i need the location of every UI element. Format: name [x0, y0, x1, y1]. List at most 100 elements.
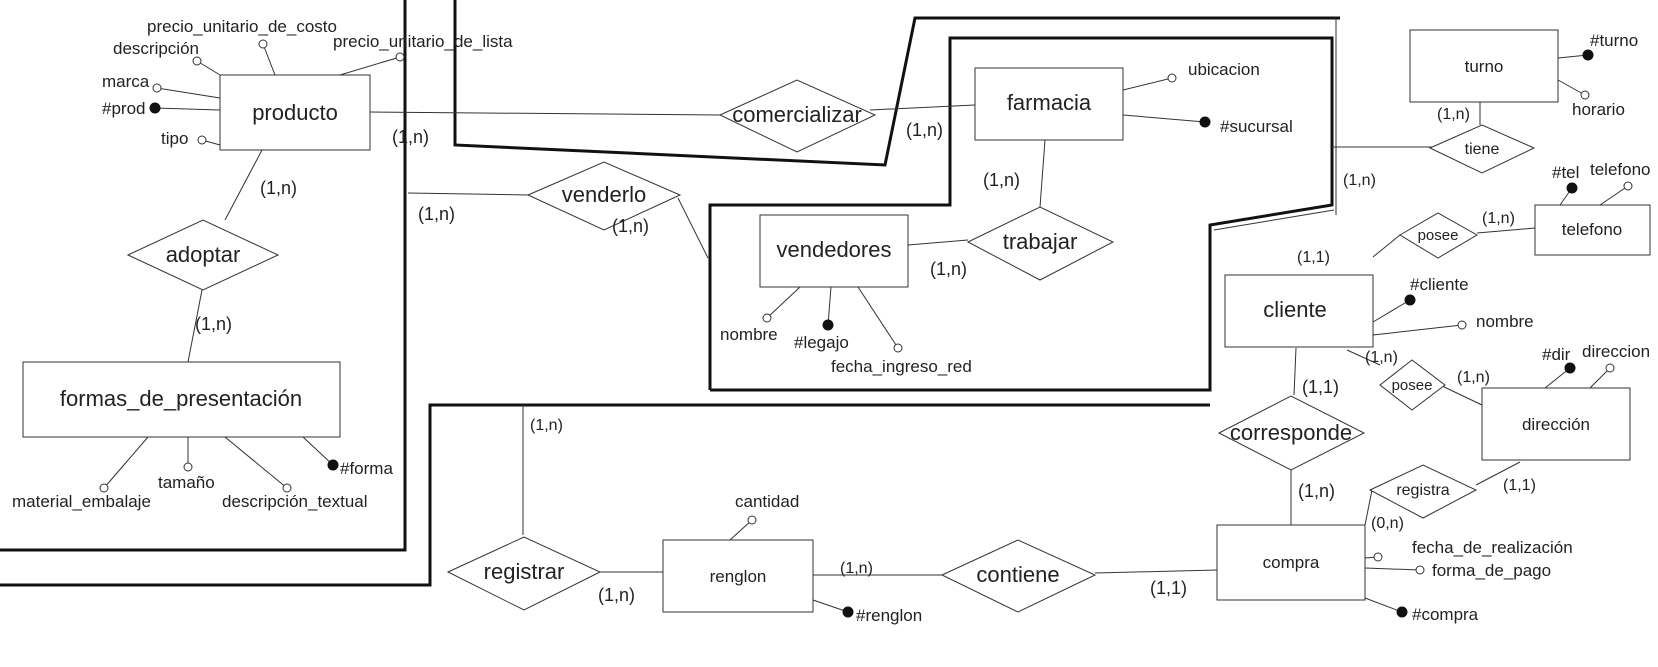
attribute-cliente-key: #cliente [1372, 275, 1469, 323]
relationship-label: comercializar [732, 102, 862, 127]
relationship-registra: registra [1368, 464, 1478, 519]
relationship-posee-telefono: posee [1399, 212, 1479, 259]
entity-formas-de-presentacion: formas_de_presentación [22, 361, 341, 438]
svg-text:ubicacion: ubicacion [1188, 60, 1260, 79]
cardinality: (1,n) [530, 417, 563, 434]
svg-text:forma_de_pago: forma_de_pago [1432, 561, 1551, 580]
svg-text:nombre: nombre [720, 325, 778, 344]
svg-text:descripción: descripción [113, 39, 199, 58]
entity-vendedores: vendedores [759, 214, 909, 288]
relationship-trabajar: trabajar [966, 206, 1115, 281]
entity-label: cliente [1263, 297, 1327, 322]
entity-label: turno [1465, 57, 1504, 76]
region-border-top [453, 0, 1340, 167]
attribute-direccion: direccion [1582, 342, 1650, 389]
svg-text:precio_unitario_de_costo: precio_unitario_de_costo [147, 17, 337, 36]
entity-telefono: telefono [1534, 204, 1651, 256]
relationship-corresponde: corresponde [1217, 395, 1366, 471]
attribute-legajo-key: #legajo [794, 286, 849, 352]
relationship-tiene: tiene [1428, 124, 1536, 174]
svg-text:precio_unitario_de_lista: precio_unitario_de_lista [333, 32, 513, 51]
svg-text:#tel: #tel [1552, 163, 1579, 182]
svg-text:#prod: #prod [102, 99, 145, 118]
cardinality: (1,n) [598, 585, 635, 605]
attribute-tel-key: #tel [1552, 163, 1579, 206]
region-border-left [0, 0, 407, 552]
entity-label: renglon [710, 567, 767, 586]
relationship-label: contiene [976, 562, 1059, 587]
attribute-fecha-ingreso-red: fecha_ingreso_red [831, 286, 972, 376]
relationship-label: tiene [1465, 141, 1500, 158]
svg-text:material_embalaje: material_embalaje [12, 492, 151, 511]
svg-text:#legajo: #legajo [794, 333, 849, 352]
attribute-nombre-cliente: nombre [1372, 312, 1534, 336]
svg-text:horario: horario [1572, 100, 1625, 119]
cardinality: (1,n) [1482, 210, 1515, 227]
region-border-bottom [0, 403, 1210, 587]
cardinality: (0,n) [1371, 515, 1404, 532]
attribute-forma-de-pago: forma_de_pago [1364, 561, 1551, 580]
attribute-turno-key: #turno [1557, 31, 1638, 61]
relationship-contiene: contiene [940, 539, 1097, 613]
attribute-sucursal-key: #sucursal [1122, 114, 1293, 136]
entity-label: producto [252, 100, 338, 125]
attribute-forma-key: #forma [302, 436, 393, 478]
attribute-fecha-de-realizacion: fecha_de_realización [1364, 538, 1573, 562]
attribute-dir-key: #dir [1542, 345, 1576, 389]
attribute-tamano: tamaño [158, 437, 215, 492]
cardinality: (1,n) [392, 127, 429, 147]
relationship-comercializar: comercializar [718, 79, 877, 153]
relationship-label: venderlo [562, 182, 646, 207]
attribute-precio-unitario-de-costo: precio_unitario_de_costo [147, 17, 337, 76]
relationship-label: registrar [484, 559, 565, 584]
entity-renglon: renglon [662, 539, 814, 613]
cardinality: (1,n) [906, 120, 943, 140]
svg-text:#sucursal: #sucursal [1220, 117, 1293, 136]
cardinality: (1,1) [1302, 377, 1339, 397]
cardinality: (1,n) [612, 216, 649, 236]
relationship-label: posee [1392, 377, 1433, 394]
cardinality: (1,1) [1150, 578, 1187, 598]
cardinality: (1,n) [418, 204, 455, 224]
cardinality: (1,n) [840, 560, 873, 577]
svg-text:tipo: tipo [161, 129, 188, 148]
relationship-label: posee [1418, 227, 1459, 244]
relationship-label: corresponde [1230, 420, 1352, 445]
svg-text:fecha_de_realización: fecha_de_realización [1412, 538, 1573, 557]
entity-direccion: dirección [1481, 387, 1631, 461]
svg-text:cantidad: cantidad [735, 492, 799, 511]
entity-label: farmacia [1007, 90, 1092, 115]
entity-turno: turno [1409, 29, 1559, 103]
entity-label: vendedores [777, 237, 892, 262]
region-border-farmacia [708, 36, 1334, 392]
attribute-ubicacion: ubicacion [1122, 60, 1260, 91]
relationship-venderlo: venderlo [526, 161, 682, 231]
entity-producto: producto [219, 74, 371, 151]
attribute-precio-unitario-de-lista: precio_unitario_de_lista [333, 32, 513, 76]
cardinality: (1,n) [260, 178, 297, 198]
attribute-material-embalaje: material_embalaje [12, 436, 151, 511]
cardinality: (1,n) [1457, 369, 1490, 386]
entity-compra: compra [1216, 524, 1366, 601]
attribute-tipo: tipo [161, 129, 221, 148]
cardinality: (1,n) [1365, 349, 1398, 366]
svg-text:descripción_textual: descripción_textual [222, 492, 368, 511]
cardinality: (1,1) [1503, 477, 1536, 494]
svg-text:tamaño: tamaño [158, 473, 215, 492]
attribute-cantidad: cantidad [729, 492, 799, 541]
relationship-registrar: registrar [446, 536, 602, 611]
svg-text:#forma: #forma [340, 459, 393, 478]
svg-text:telefono: telefono [1590, 160, 1651, 179]
attribute-telefono: telefono [1590, 160, 1651, 206]
entity-farmacia: farmacia [974, 67, 1124, 141]
attribute-prod-key: #prod [102, 99, 221, 118]
relationship-label: adoptar [166, 242, 241, 267]
svg-text:#renglon: #renglon [856, 606, 922, 625]
relationship-label: registra [1396, 482, 1449, 499]
svg-text:#cliente: #cliente [1410, 275, 1469, 294]
cardinality: (1,n) [1298, 481, 1335, 501]
entity-label: dirección [1522, 415, 1590, 434]
attribute-nombre-vendedor: nombre [720, 286, 801, 344]
cardinality: (1,n) [930, 259, 967, 279]
entity-cliente: cliente [1224, 274, 1374, 348]
